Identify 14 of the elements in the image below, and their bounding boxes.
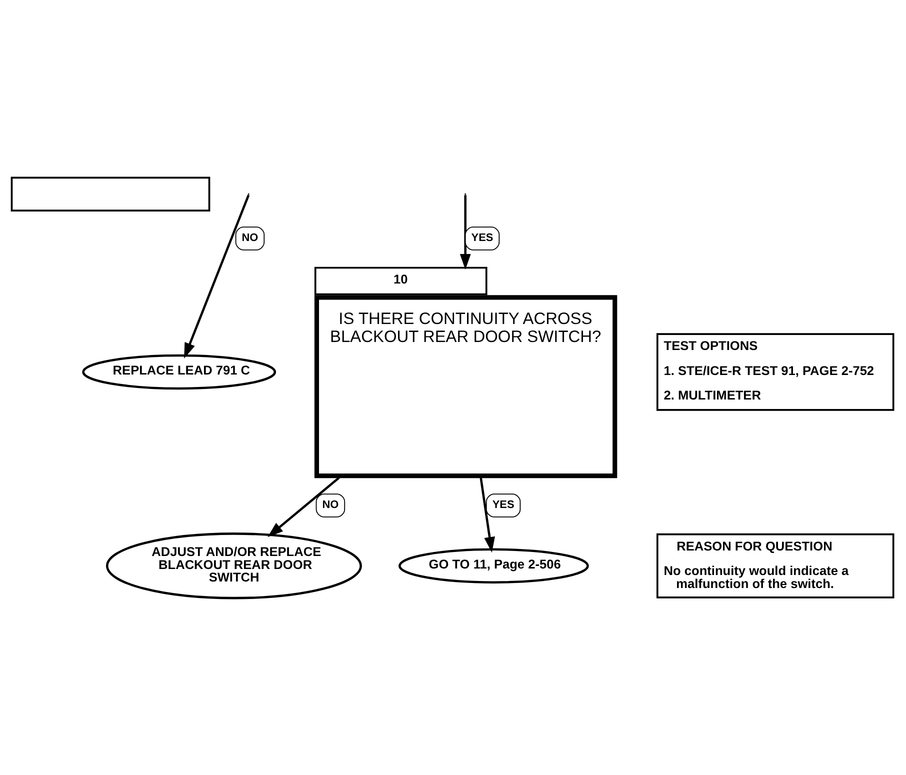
edge-label: YES: [492, 498, 514, 510]
node-ellipse: ADJUST AND/OR REPLACE BLACKOUT REAR DOOR SWITCH: [106, 532, 362, 599]
edge-label: NO: [242, 231, 258, 244]
arrow: [268, 476, 340, 537]
node-ellipse: REPLACE LEAD 791 C: [82, 354, 276, 390]
arrow: [480, 476, 495, 552]
node-box: REASON FOR QUESTION No continuity would indicate a malfunction of the switch.: [656, 532, 894, 598]
node-box: [10, 176, 210, 211]
edge-label: YES: [471, 231, 494, 244]
node-box: TEST OPTIONS 1. STE/ICE-R TEST 91, PAGE 2-752 2. MULTIMETER: [656, 332, 894, 410]
arrow: [460, 194, 471, 270]
edge-label: NO: [322, 498, 339, 510]
arrow: [184, 194, 250, 358]
node-ellipse: GO TO 11, Page 2-506: [398, 548, 589, 583]
